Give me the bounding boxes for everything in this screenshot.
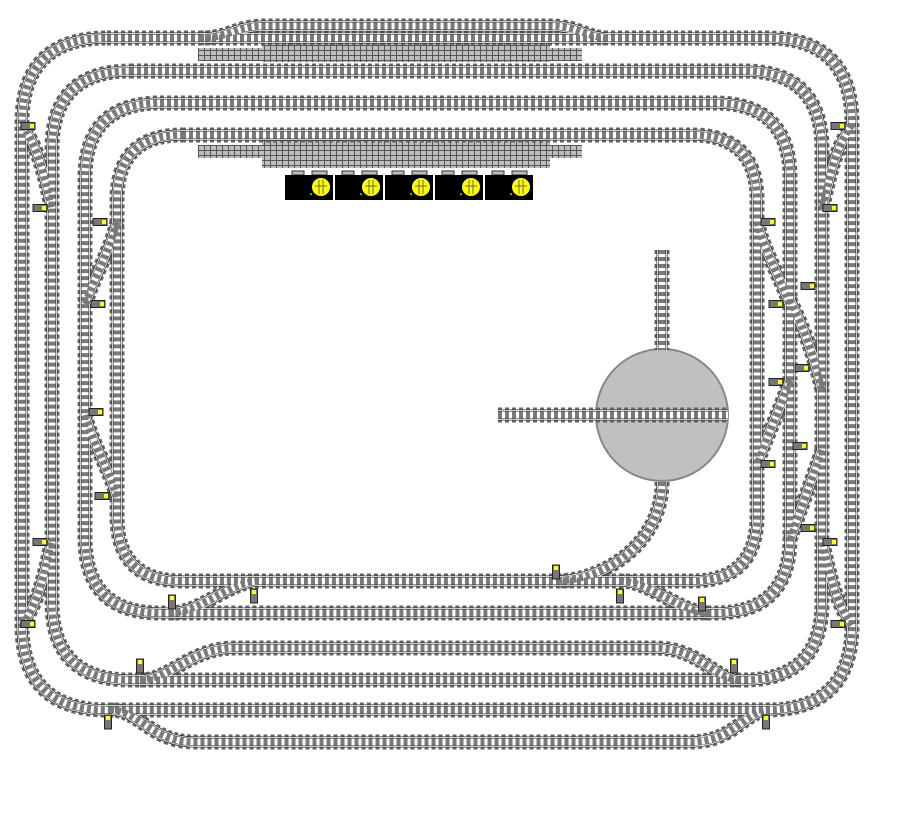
signal-icon[interactable]	[92, 218, 108, 226]
track-rail	[81, 414, 121, 499]
track-rail	[81, 221, 121, 307]
signal-icon[interactable]	[32, 204, 48, 212]
switch-lamp-icon[interactable]	[312, 178, 330, 196]
signal-icon[interactable]	[800, 524, 816, 532]
status-led	[460, 193, 462, 195]
switch-lamp-icon[interactable]	[412, 178, 430, 196]
switch-panel	[285, 170, 533, 200]
platforms	[198, 36, 582, 168]
signal-icon[interactable]	[830, 620, 846, 628]
signal-icon[interactable]	[616, 588, 624, 604]
track-rail	[48, 67, 826, 684]
signal-icon[interactable]	[730, 658, 738, 674]
track-rail	[19, 122, 56, 211]
signal-icon[interactable]	[552, 564, 560, 580]
signal-icon[interactable]	[168, 594, 176, 610]
signal-icon[interactable]	[20, 122, 36, 130]
switch-panel-item[interactable]	[285, 170, 333, 200]
signal-icon[interactable]	[800, 282, 816, 290]
signal-icon[interactable]	[792, 442, 808, 450]
signal-icon[interactable]	[762, 714, 770, 730]
switch-panel-item[interactable]	[335, 170, 383, 200]
track-rail	[753, 378, 794, 467]
track-rail	[753, 221, 794, 307]
signal-icon[interactable]	[136, 658, 144, 674]
signal-icon[interactable]	[830, 122, 846, 130]
signal-icon[interactable]	[760, 218, 776, 226]
switch-panel-item[interactable]	[435, 170, 483, 200]
track-rail	[169, 577, 261, 617]
switch-lamp-icon[interactable]	[512, 178, 530, 196]
status-led	[310, 193, 312, 195]
track-rail	[199, 22, 611, 42]
track-rail	[81, 99, 794, 617]
switch-lamp-icon[interactable]	[462, 178, 480, 196]
signal-icon[interactable]	[90, 300, 106, 308]
signal-icon[interactable]	[104, 714, 112, 730]
signal-icon[interactable]	[20, 620, 36, 628]
signal-icon[interactable]	[32, 538, 48, 546]
tracks	[14, 18, 860, 750]
track-rail	[818, 122, 855, 211]
signal-icon[interactable]	[94, 492, 110, 500]
signal-icon[interactable]	[768, 300, 784, 308]
switch-lamp-icon[interactable]	[362, 178, 380, 196]
track-rail	[139, 644, 741, 684]
signal-icon[interactable]	[768, 378, 784, 386]
status-led	[410, 193, 412, 195]
track-rail	[786, 298, 826, 391]
track-rail	[786, 448, 826, 542]
track-rail	[113, 131, 761, 585]
signals	[20, 122, 846, 730]
signal-icon[interactable]	[794, 364, 810, 372]
signal-icon[interactable]	[822, 204, 838, 212]
signal-icon[interactable]	[250, 588, 258, 604]
status-led	[360, 193, 362, 195]
track-rail	[619, 577, 711, 617]
track-rail	[559, 481, 666, 585]
platform-middle-inner	[262, 140, 550, 168]
track-rail	[818, 539, 855, 628]
track-rail	[109, 706, 771, 746]
signal-icon[interactable]	[760, 460, 776, 468]
switch-panel-item[interactable]	[385, 170, 433, 200]
status-led	[510, 193, 512, 195]
signal-icon[interactable]	[822, 538, 838, 546]
signal-icon[interactable]	[698, 596, 706, 612]
track-rail	[19, 539, 56, 628]
signal-icon[interactable]	[88, 408, 104, 416]
switch-panel-item[interactable]	[485, 170, 533, 200]
